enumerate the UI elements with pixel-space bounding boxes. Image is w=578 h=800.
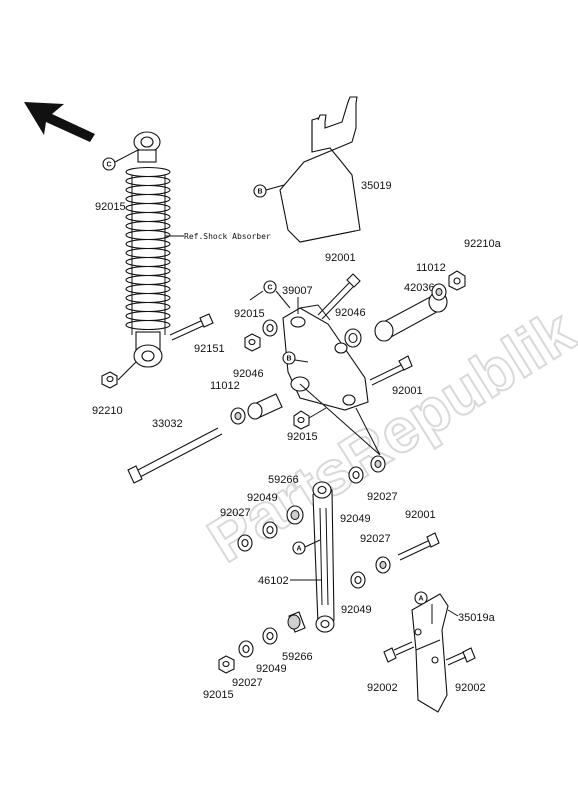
shock-absorber-ref-note: Ref.Shock Absorber — [184, 232, 271, 241]
spring-coil — [125, 202, 171, 214]
label-92027-a: 92027 — [220, 507, 251, 519]
label-92001-low: 92001 — [405, 509, 436, 521]
label-92046-left: 92046 — [233, 368, 264, 380]
washer-92049-c — [350, 571, 366, 589]
label-92027-low: 92027 — [232, 677, 263, 689]
bush-59266-low — [287, 611, 306, 633]
bolt-92002-left — [383, 641, 415, 663]
spring-coil — [125, 193, 171, 205]
label-92002-left: 92002 — [367, 682, 398, 694]
washer-92049-a — [262, 521, 278, 539]
nut-92015-mid — [244, 333, 261, 352]
rocker-arm-39007 — [282, 304, 369, 411]
spring-coil — [125, 211, 171, 223]
bracket-35019 — [279, 96, 361, 243]
spring-coil — [125, 220, 171, 232]
nut-92015-bottom — [218, 655, 235, 674]
ref-a-tie-rod: A — [292, 539, 321, 555]
collar-42036 — [374, 291, 448, 342]
ref-c-shock: C — [102, 149, 139, 171]
label-92015-mid: 92015 — [234, 308, 265, 320]
label-92210: 92210 — [92, 405, 123, 417]
direction-arrow-icon — [24, 102, 95, 142]
spring-coil — [125, 265, 171, 277]
washer-92027-right — [370, 455, 386, 473]
tie-rod-46102 — [312, 481, 335, 633]
shock-absorber — [125, 131, 171, 368]
ref-b-bracket: B — [253, 184, 285, 198]
label-35019: 35019 — [361, 180, 392, 192]
seal-11012-left — [230, 407, 246, 425]
bolt-92001-top — [317, 273, 361, 320]
spring-coil — [125, 247, 171, 259]
washer-92049-b — [348, 466, 364, 484]
label-92049-b: 92049 — [340, 513, 371, 525]
spring-coil — [125, 175, 171, 187]
svg-text:A: A — [419, 596, 424, 603]
svg-text:C: C — [268, 285, 273, 292]
svg-text:C: C — [107, 162, 112, 169]
washer-92027-b — [375, 556, 391, 574]
label-11012-left: 11012 — [210, 380, 240, 392]
bolt-92001-low — [397, 532, 440, 561]
ref-b-arm: B — [282, 351, 309, 365]
label-33032: 33032 — [152, 418, 183, 430]
label-92151: 92151 — [194, 343, 225, 355]
label-92015-low: 92015 — [287, 431, 318, 443]
svg-text:B: B — [287, 356, 292, 363]
spring-coil — [125, 229, 171, 241]
bush-59266-top — [286, 505, 304, 525]
spring-coil — [125, 283, 171, 295]
label-92210a: 92210a — [464, 238, 502, 250]
label-92046-right: 92046 — [335, 307, 366, 319]
spring-coil — [125, 310, 171, 322]
bushing-92046-right — [344, 328, 362, 348]
spring-coil — [125, 301, 171, 313]
spring-coil — [125, 184, 171, 196]
label-92027-b: 92027 — [360, 533, 391, 545]
label-92049-a: 92049 — [247, 492, 278, 504]
spring-coil — [125, 166, 171, 178]
spring-coil — [125, 292, 171, 304]
spring-coil — [125, 256, 171, 268]
bushing-92046-left — [247, 393, 283, 420]
label-92049-d: 92049 — [256, 663, 287, 675]
label-92015-bottom: 92015 — [203, 689, 234, 701]
washer-92027-a — [237, 534, 253, 552]
label-92049-c: 92049 — [341, 604, 372, 616]
svg-text:A: A — [297, 546, 302, 553]
nut-92015-low — [293, 407, 327, 430]
spring-coil — [125, 274, 171, 286]
label-92002-right: 92002 — [455, 682, 486, 694]
washer-92027-low — [238, 640, 254, 658]
label-42036: 42036 — [404, 282, 435, 294]
label-59266-top: 59266 — [268, 474, 299, 486]
bolt-33032 — [127, 427, 223, 484]
label-92001-mid: 92001 — [392, 385, 423, 397]
bolt-92151 — [169, 313, 214, 341]
label-92027-right: 92027 — [367, 491, 398, 503]
ref-a-bracket: A — [414, 591, 428, 605]
label-35019a: 35019a — [458, 612, 496, 624]
spring-coil — [125, 238, 171, 250]
washer-92049-d — [262, 627, 278, 645]
ref-c-arm: C — [249, 280, 291, 309]
spring-coil — [125, 319, 171, 331]
label-11012-right: 11012 — [416, 262, 446, 274]
svg-text:B: B — [258, 189, 263, 196]
nut-92210 — [101, 361, 137, 389]
label-92015-shock: 92015 — [95, 201, 126, 213]
label-46102: 46102 — [258, 575, 289, 587]
bolt-92001-mid — [369, 355, 413, 386]
seal-11012-right — [431, 283, 447, 301]
nut-92210a — [448, 270, 466, 291]
bracket-35019a — [411, 593, 449, 713]
bolt-92002-right — [445, 647, 476, 666]
label-92001-top: 92001 — [325, 252, 356, 264]
label-59266-low: 59266 — [282, 651, 313, 663]
label-39007: 39007 — [282, 285, 313, 297]
